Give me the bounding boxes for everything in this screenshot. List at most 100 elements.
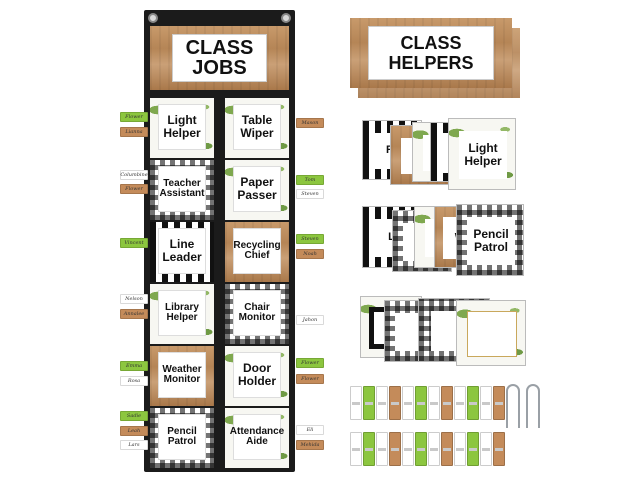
clothespin-icon: [415, 386, 427, 420]
name-clip: Columbine: [120, 170, 148, 180]
job-card-label: Weather Monitor: [158, 352, 206, 398]
name-clip: Vincent: [120, 238, 148, 248]
name-clip: Flower: [296, 358, 324, 368]
clothespin-icon: [493, 432, 505, 466]
helpers-header-card: CLASS HELPERS: [368, 26, 494, 80]
clothespin-icon: [350, 386, 362, 420]
clothespin-icon: [415, 432, 427, 466]
chart-header-board: CLASS JOBS: [150, 26, 289, 90]
clothespin-spring: [495, 402, 503, 405]
job-card-label: Door Holder: [233, 352, 281, 398]
job-card-label: Table Wiper: [233, 104, 281, 150]
clothespin-spring: [365, 402, 373, 405]
clothespin-icon: [480, 432, 492, 466]
job-card-label: Line Leader: [158, 228, 206, 274]
clothespin-spring: [365, 448, 373, 451]
clothespin-spring: [391, 448, 399, 451]
job-pocket: Table Wiper: [225, 98, 289, 158]
clothespin-spring: [469, 448, 477, 451]
job-pocket: Recycling Chief: [225, 222, 289, 282]
clothespin-icon: [402, 432, 414, 466]
name-clip: Flower: [296, 374, 324, 384]
clothespin-spring: [456, 402, 464, 405]
name-clip: Eli: [296, 425, 324, 435]
name-clip: Steven: [296, 234, 324, 244]
clothespin-spring: [378, 448, 386, 451]
clothespin-spring: [404, 402, 412, 405]
clothespin-icon: [493, 386, 505, 420]
clothespin-spring: [378, 402, 386, 405]
clothespin-spring: [430, 402, 438, 405]
name-clip: Steven: [296, 189, 324, 199]
job-pocket: Line Leader: [150, 222, 214, 282]
helpers-header-line1: CLASS: [400, 33, 462, 53]
hook-icon: [526, 384, 540, 428]
grommet-left-icon: [148, 13, 158, 23]
clothespin-spring: [352, 448, 360, 451]
job-card-label: Pencil Patrol: [158, 414, 206, 460]
clothespin-icon: [441, 386, 453, 420]
card-stack2-front: Pencil Patrol: [456, 204, 524, 276]
blank-card-4: [456, 300, 526, 366]
job-pocket: Light Helper: [150, 98, 214, 158]
name-clip: Emma: [120, 361, 148, 371]
clothespin-icon: [402, 386, 414, 420]
chart-header-line2: JOBS: [192, 57, 247, 79]
name-clip: Sadie: [120, 411, 148, 421]
job-card-label: Attendance Aide: [230, 414, 284, 460]
clothespin-icon: [363, 432, 375, 466]
chart-header-card: CLASS JOBS: [172, 34, 267, 82]
name-clip: Jahon: [296, 315, 324, 325]
clothespin-icon: [376, 432, 388, 466]
clothespin-icon: [389, 432, 401, 466]
job-pocket: Library Helper: [150, 284, 214, 344]
card-stack1-front-label: Light Helper: [459, 131, 507, 179]
clothespin-icon: [350, 432, 362, 466]
job-pocket: Chair Monitor: [225, 284, 289, 344]
clothespin-icon: [454, 432, 466, 466]
name-clip: Nelson: [120, 294, 148, 304]
job-card-label: Chair Monitor: [233, 290, 281, 336]
card-stack1-front: Light Helper: [448, 118, 516, 190]
clothespin-spring: [430, 448, 438, 451]
clothespin-icon: [428, 386, 440, 420]
job-pocket: Pencil Patrol: [150, 408, 214, 468]
job-card-label: Recycling Chief: [233, 228, 281, 274]
clothespin-icon: [428, 432, 440, 466]
clothespin-icon: [376, 386, 388, 420]
name-clip: Mehida: [296, 440, 324, 450]
name-clip: Annalee: [120, 309, 148, 319]
clothespin-spring: [443, 402, 451, 405]
blank-card-4-inner: [467, 311, 517, 357]
name-clip: Flower: [120, 112, 148, 122]
clothespin-icon: [454, 386, 466, 420]
job-pocket: Paper Passer: [225, 160, 289, 220]
card-stack2-front-label: Pencil Patrol: [467, 217, 515, 265]
name-clip: Lars: [120, 440, 148, 450]
helpers-header-line2: HELPERS: [388, 53, 474, 73]
job-pocket: Weather Monitor: [150, 346, 214, 406]
name-clip: Lianna: [120, 127, 148, 137]
job-card-label: Teacher Assistant: [158, 166, 206, 212]
job-card-label: Light Helper: [158, 104, 206, 150]
name-clip: Flower: [120, 184, 148, 194]
job-card-label: Paper Passer: [233, 166, 281, 212]
clothespin-spring: [456, 448, 464, 451]
grommet-right-icon: [281, 13, 291, 23]
clothespin-spring: [495, 448, 503, 451]
name-clip: Rosa: [120, 376, 148, 386]
clothespin-spring: [352, 402, 360, 405]
job-pocket: Teacher Assistant: [150, 160, 214, 220]
clothespin-spring: [404, 448, 412, 451]
job-card-label: Library Helper: [158, 290, 206, 336]
name-clip: Noah: [296, 249, 324, 259]
clothespin-spring: [417, 402, 425, 405]
clothespin-spring: [443, 448, 451, 451]
clothespin-icon: [363, 386, 375, 420]
hook-icon: [506, 384, 520, 428]
job-pocket: Door Holder: [225, 346, 289, 406]
chart-header-line1: CLASS: [185, 37, 254, 59]
clothespin-icon: [480, 386, 492, 420]
helpers-header-board: CLASS HELPERS: [350, 18, 512, 88]
